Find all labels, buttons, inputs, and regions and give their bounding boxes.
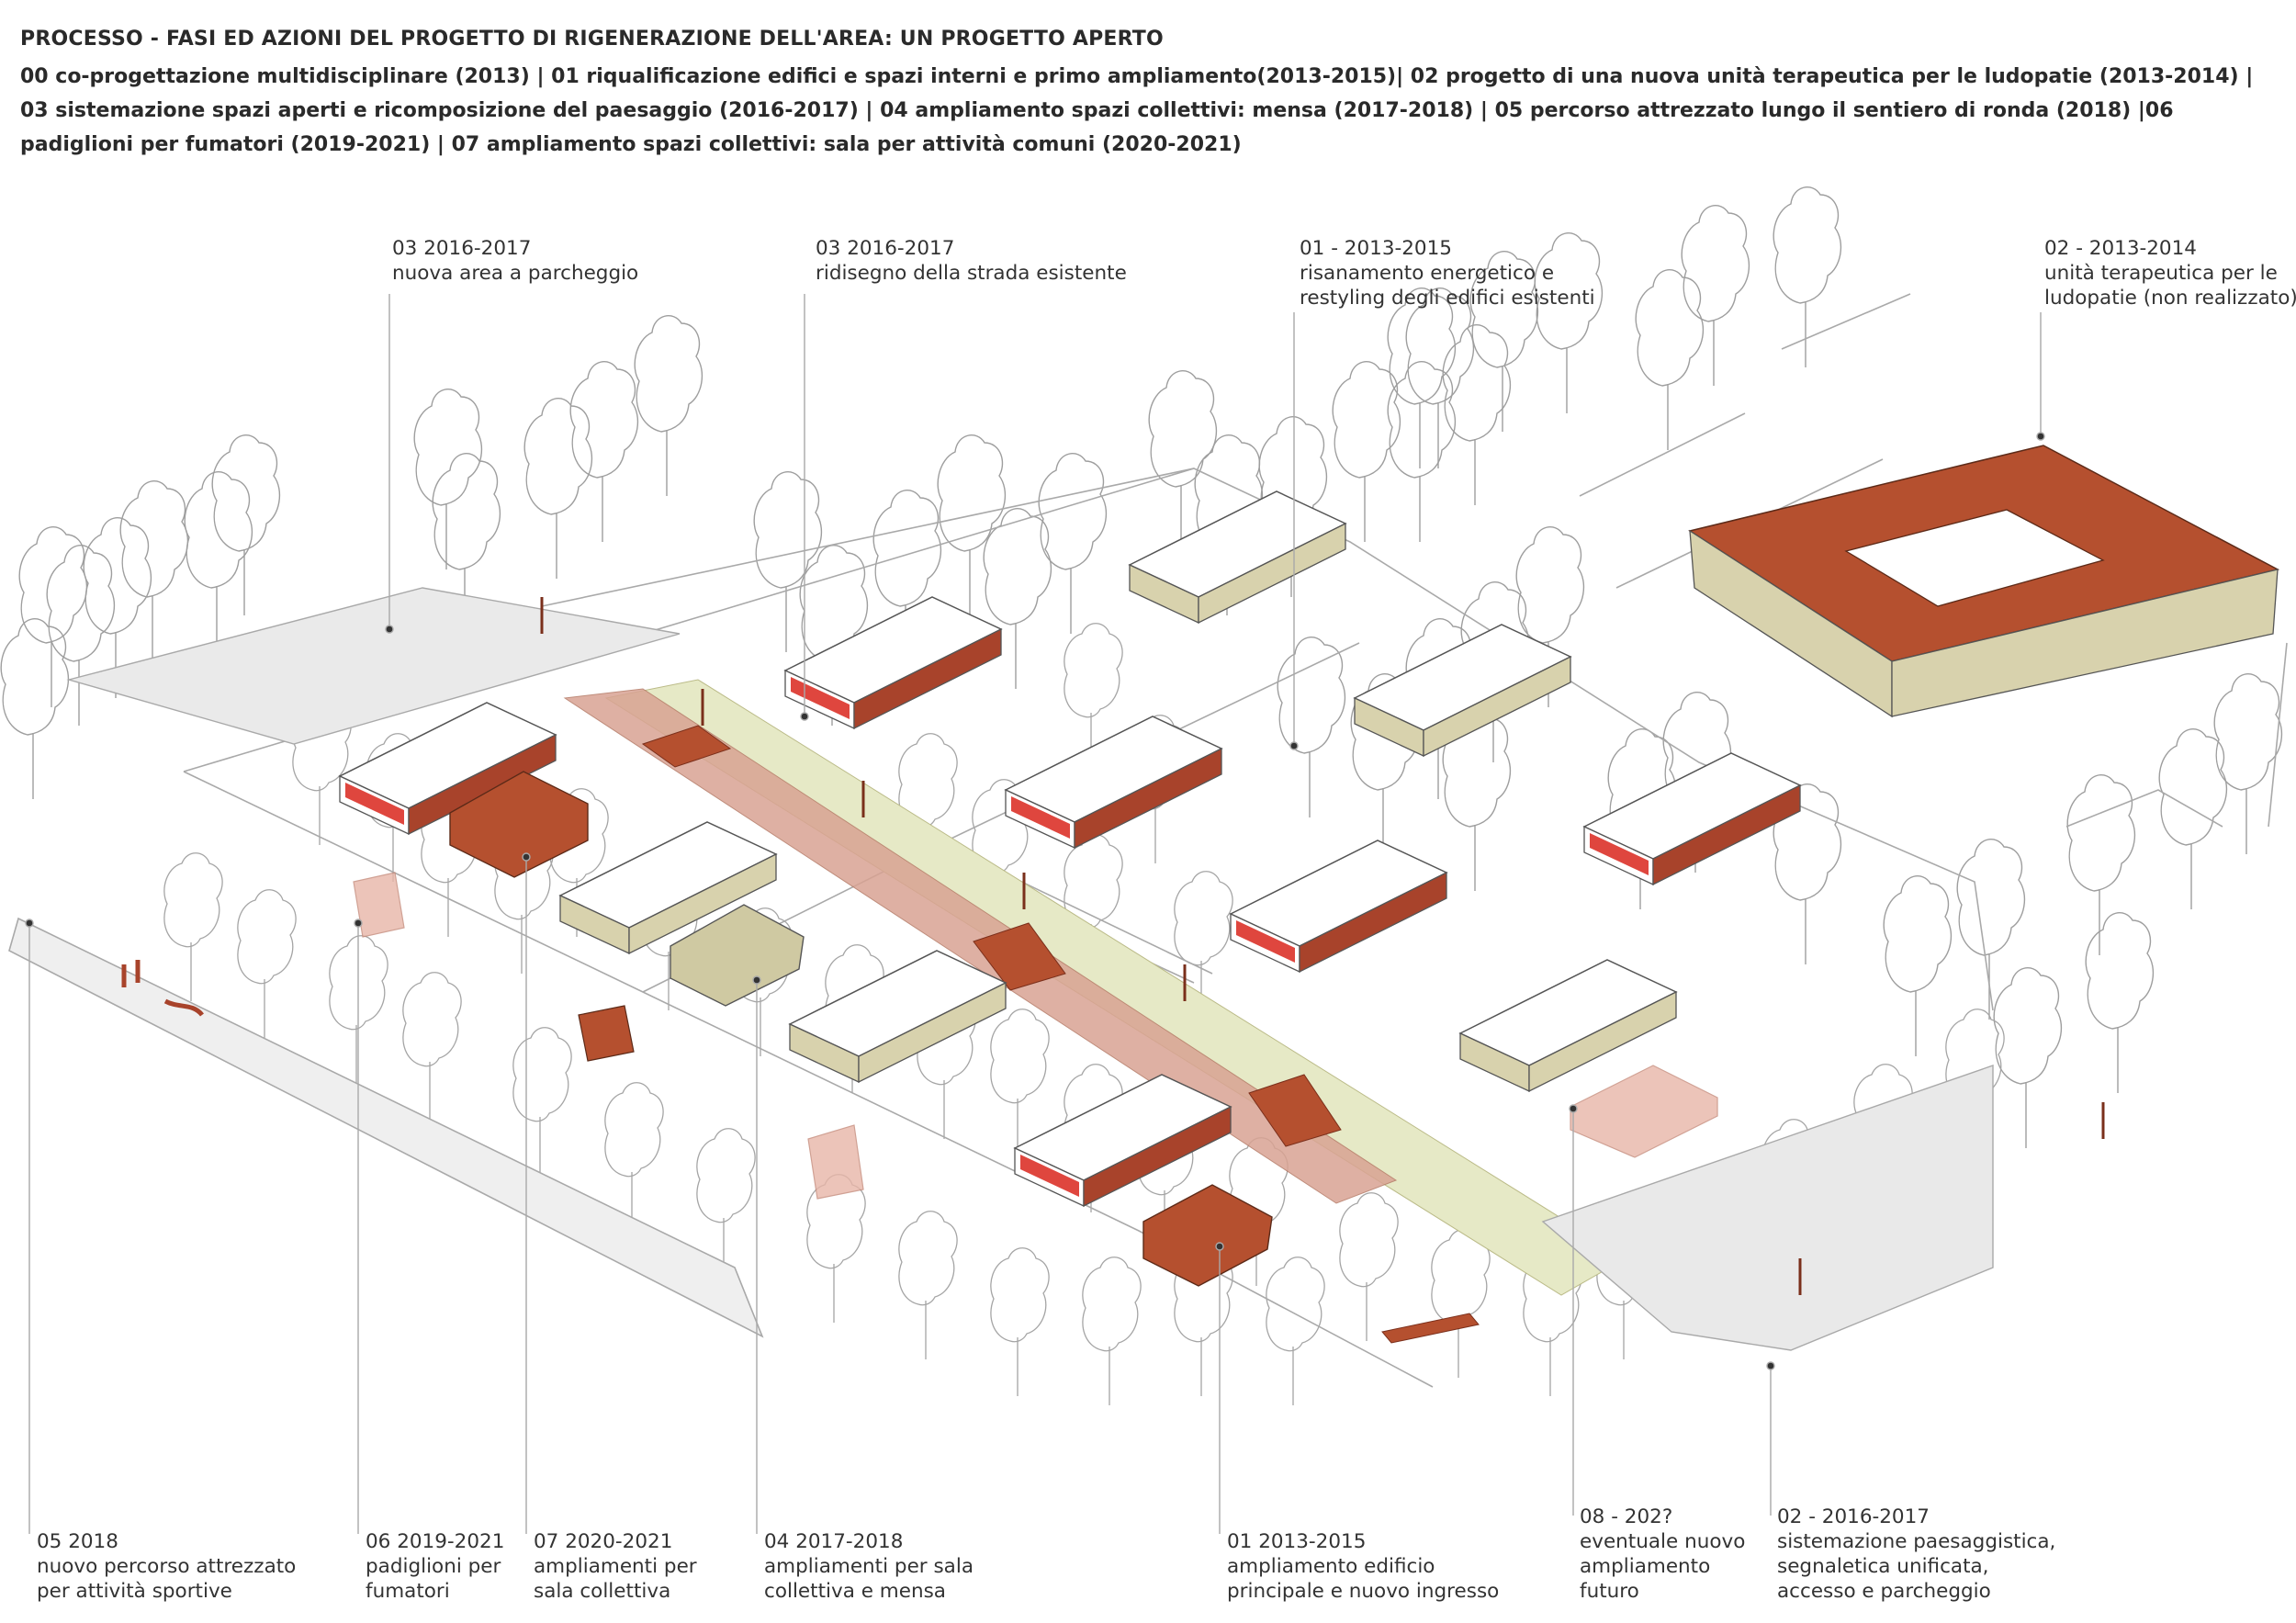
building-mid-2 [1583, 752, 1801, 885]
smoking-pavilion-1 [353, 872, 405, 938]
label-padiglioni-fumatori: 06 2019-2021 padiglioni per fumatori [366, 1530, 505, 1603]
building-main-bottom [1014, 1074, 1232, 1207]
header-line-2: 03 sistemazione spazi aperti e ricomposi… [20, 99, 2174, 122]
building-centre-low [789, 950, 1007, 1083]
label-sala-collettiva: 07 2020-2021 ampliamenti per sala collet… [534, 1530, 697, 1603]
building-upper-3 [1354, 624, 1571, 757]
header-line-3: padiglioni per fumatori (2019-2021) | 07… [20, 133, 1242, 156]
header: PROCESSO - FASI ED AZIONI DEL PROGETTO D… [20, 28, 2261, 162]
building-mid-3 [1230, 840, 1447, 973]
parking-area [66, 587, 681, 745]
lamp-posts [540, 597, 2105, 1295]
label-percorso-attrezzato: 05 2018 nuovo percorso attrezzato per at… [37, 1530, 297, 1603]
building-upper-1 [1129, 490, 1346, 624]
building-mid-1 [1005, 716, 1222, 849]
buildings [339, 445, 2280, 1287]
label-ampliamento-futuro: 08 - 202? eventuale nuovo ampliamento fu… [1580, 1505, 1746, 1603]
header-line-1: 00 co-progettazione multidisciplinare (2… [20, 65, 2254, 88]
extension-ingresso [1142, 1184, 1273, 1287]
label-risanamento-energetico: 01 - 2013-2015 risanamento energetico e … [1300, 237, 1595, 310]
extension-mensa [670, 904, 805, 1007]
leader-lines [25, 294, 2045, 1534]
label-sistemazione-paesaggistica: 02 - 2016-2017 sistemazione paesaggistic… [1777, 1505, 2056, 1603]
extension-sala [449, 771, 589, 878]
label-mensa: 04 2017-2018 ampliamenti per sala collet… [764, 1530, 974, 1603]
sport-equipment [121, 960, 204, 1017]
therapy-unit-courtyard [1688, 445, 2280, 718]
entrance-plaza [1541, 1065, 1994, 1351]
label-ridisegno-strada: 03 2016-2017 ridisegno della strada esis… [816, 237, 1127, 285]
future-extension [1570, 1065, 1718, 1158]
label-nuovo-ingresso: 01 2013-2015 ampliamento edificio princi… [1227, 1530, 1500, 1603]
label-nuova-area-parcheggio: 03 2016-2017 nuova area a parcheggio [392, 237, 639, 285]
red-pavilion [578, 1005, 635, 1062]
header-title: PROCESSO - FASI ED AZIONI DEL PROGETTO D… [20, 28, 1164, 51]
building-upper-2 [784, 596, 1002, 729]
smoking-pavilion-2 [807, 1124, 864, 1200]
label-unita-terapeutica: 02 - 2013-2014 unità terapeutica per le … [2044, 237, 2296, 310]
